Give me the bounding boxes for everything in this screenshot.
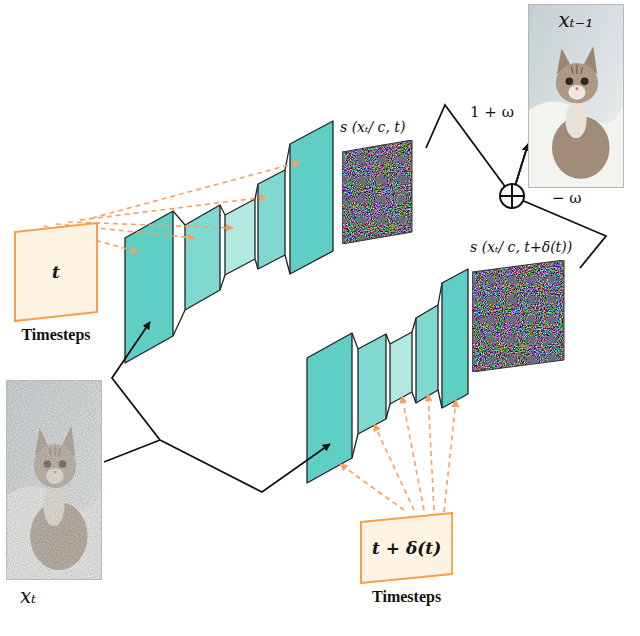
cat-muzzle	[568, 85, 585, 100]
cat-photo	[6, 380, 102, 580]
timestep-arrow	[374, 424, 414, 510]
score-node: s (xₜ/ c, t)	[340, 118, 426, 244]
timestep-arrow	[92, 162, 300, 218]
unet-edge	[285, 255, 290, 274]
photo-box: xₜ₋₁	[528, 4, 624, 188]
timestep-arrow	[444, 400, 456, 512]
unet-edge	[173, 310, 185, 336]
image-label: xₜ₋₁	[528, 4, 624, 32]
input-wire	[160, 440, 330, 492]
unet-edge	[352, 333, 358, 349]
weight-label: 1 + ω	[468, 104, 516, 121]
noise-box	[340, 140, 426, 244]
timestep-value: t	[52, 262, 60, 282]
unet-layer	[307, 333, 352, 483]
cat-chest	[565, 102, 586, 139]
photo-ground	[6, 380, 102, 580]
cat-head	[556, 63, 598, 103]
timestep-node: t + δ(t) Timesteps	[360, 512, 453, 606]
input-wires	[104, 322, 330, 492]
photo-box	[6, 380, 102, 580]
unet-layer	[358, 334, 386, 434]
noise-overlay	[6, 380, 102, 580]
sum-operator	[500, 184, 524, 208]
input-wire	[112, 322, 160, 440]
score-label: s (xₜ/ c, t+δ(t))	[470, 239, 572, 255]
unet-layer	[225, 199, 255, 275]
image-node: xₜ₋₁	[528, 4, 624, 188]
timestep-caption: Timesteps	[14, 326, 98, 344]
unet-layer	[290, 121, 333, 274]
image-label: xₜ	[6, 584, 102, 608]
noise-pixels	[472, 260, 564, 372]
unet-layer	[185, 205, 220, 310]
score-label: s (xₜ/ c, t)	[340, 119, 405, 135]
timestep-arrow	[402, 396, 424, 510]
timestep-outline	[361, 513, 452, 583]
timestep-node: tTimesteps	[14, 222, 98, 344]
cat-eye	[565, 77, 573, 85]
timestep-arrow	[340, 464, 404, 510]
noise-map	[342, 140, 414, 244]
timestep-box: t	[14, 222, 98, 322]
noise-outline	[472, 260, 564, 372]
photo-frame	[7, 381, 102, 580]
score-node: s (xₜ/ c, t+δ(t))	[470, 238, 580, 372]
image-node: xₜ	[6, 380, 102, 608]
cat-nose	[575, 87, 578, 90]
unet-bottom	[307, 269, 468, 483]
input-wire	[104, 440, 160, 462]
cat-eye	[581, 77, 589, 85]
blanket	[528, 100, 624, 188]
sum-plus	[511, 184, 513, 208]
unet-edge	[173, 211, 185, 225]
sum-circle	[500, 184, 524, 208]
weight-label: − ω	[550, 190, 584, 207]
unet-layer	[390, 332, 412, 404]
unet-layer	[416, 305, 438, 403]
unet-top	[125, 121, 333, 363]
noise-pixels	[342, 140, 412, 244]
unet-edge	[220, 205, 225, 215]
cat-stripes	[571, 65, 583, 74]
timestep-value: t + δ(t)	[372, 538, 441, 558]
noise-box	[470, 260, 580, 372]
timestep-box: t + δ(t)	[360, 512, 453, 584]
timestep-caption: Timesteps	[360, 588, 453, 606]
photo-ground	[528, 4, 624, 188]
noise-outline	[342, 140, 412, 244]
timestep-arrow	[428, 394, 434, 510]
unet-layer	[442, 269, 468, 408]
noise-map	[472, 260, 566, 372]
timestep-outline	[15, 223, 97, 321]
unet-layer	[258, 170, 285, 269]
unet-edge	[352, 434, 358, 458]
unet-edge	[220, 275, 225, 290]
timestep-arrow	[80, 197, 266, 220]
photo-frame	[529, 5, 624, 188]
connector-arrow	[426, 105, 528, 196]
